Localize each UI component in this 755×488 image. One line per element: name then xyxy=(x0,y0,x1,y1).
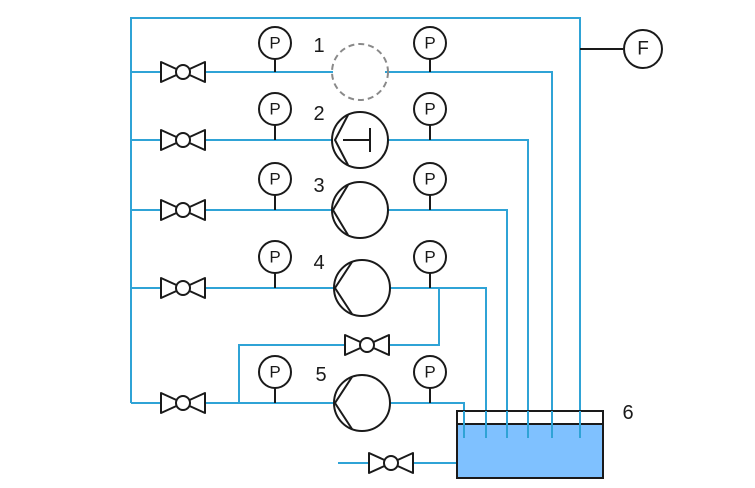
valve-icon[interactable] xyxy=(160,277,206,299)
svg-text:P: P xyxy=(269,170,280,189)
pressure-gauges: P P P P P P P P P P xyxy=(258,26,447,389)
svg-text:P: P xyxy=(424,34,435,53)
svg-text:P: P xyxy=(269,100,280,119)
pressure-gauge-icon[interactable]: P xyxy=(258,26,292,60)
pump-5-icon[interactable] xyxy=(333,374,391,432)
valves xyxy=(160,61,414,474)
pump-1-placeholder-icon xyxy=(331,43,389,101)
pressure-gauge-icon[interactable]: P xyxy=(413,355,447,389)
pump-1-label: 1 xyxy=(313,35,324,57)
svg-text:P: P xyxy=(269,363,280,382)
pump-3-outlet-pipe xyxy=(385,209,508,438)
series-bypass-pipe xyxy=(238,288,440,403)
valve-icon[interactable] xyxy=(160,129,206,151)
tank-label: 6 xyxy=(622,402,633,424)
pressure-gauge-icon[interactable]: P xyxy=(413,26,447,60)
pump-1-outlet-pipe xyxy=(385,71,553,438)
pressure-gauge-icon[interactable]: P xyxy=(258,355,292,389)
valve-icon[interactable] xyxy=(160,199,206,221)
svg-text:F: F xyxy=(637,39,649,60)
valve-icon[interactable] xyxy=(160,392,206,414)
svg-text:P: P xyxy=(424,170,435,189)
pressure-gauge-icon[interactable]: P xyxy=(258,240,292,274)
svg-text:P: P xyxy=(269,34,280,53)
pump-2-label: 2 xyxy=(313,103,324,125)
pump-5-label: 5 xyxy=(315,364,326,386)
flowmeter-icon[interactable]: F xyxy=(623,29,663,69)
svg-text:P: P xyxy=(424,248,435,267)
pump-4-label: 4 xyxy=(313,252,324,274)
pressure-gauge-icon[interactable]: P xyxy=(413,162,447,196)
svg-text:P: P xyxy=(269,248,280,267)
pump-5-outlet-pipe xyxy=(390,402,465,438)
gauge-stems xyxy=(274,58,431,403)
water-tank-icon xyxy=(456,410,604,479)
pump-3-label: 3 xyxy=(313,175,324,197)
pump-2-icon[interactable] xyxy=(331,111,389,169)
svg-text:P: P xyxy=(424,100,435,119)
pump-4-icon[interactable] xyxy=(333,259,391,317)
pressure-gauge-icon[interactable]: P xyxy=(413,92,447,126)
svg-text:P: P xyxy=(424,363,435,382)
valve-icon[interactable] xyxy=(160,61,206,83)
pressure-gauge-icon[interactable]: P xyxy=(258,92,292,126)
pump-4-outlet-pipe xyxy=(390,287,487,438)
pressure-gauge-icon[interactable]: P xyxy=(258,162,292,196)
drain-valve-icon[interactable] xyxy=(368,452,414,474)
pump-3-icon[interactable] xyxy=(331,181,389,239)
bypass-valve-icon[interactable] xyxy=(344,334,390,356)
pressure-gauge-icon[interactable]: P xyxy=(413,240,447,274)
pump-2-outlet-pipe xyxy=(385,139,529,438)
